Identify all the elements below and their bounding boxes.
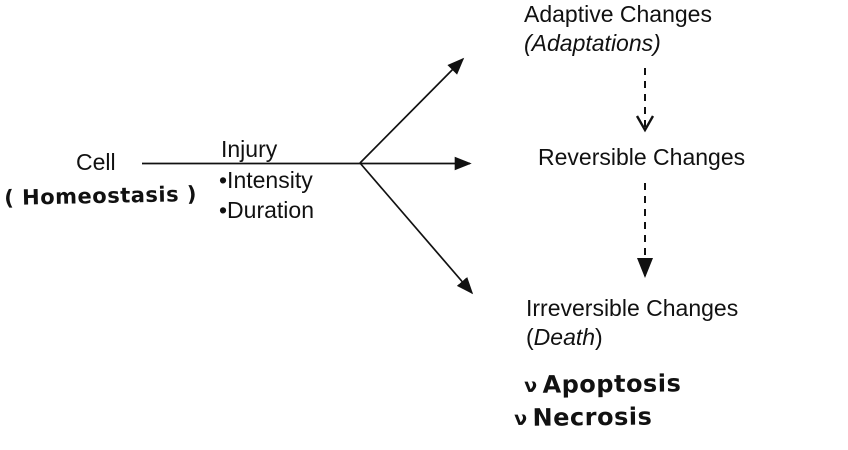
irreversible-changes-subtitle: (Death): [526, 323, 738, 352]
adaptive-changes-title: Adaptive Changes: [524, 1, 712, 27]
death-paren-close: ): [595, 323, 603, 350]
homeostasis-annotation: ( Homeostasis ): [4, 181, 198, 210]
injury-bullet-intensity: •Intensity: [219, 167, 313, 193]
death-paren-open: (: [526, 323, 534, 350]
death-word: Death: [533, 323, 596, 350]
adaptive-changes-subtitle: (Adaptations): [524, 29, 661, 56]
apoptosis-text: Apoptosis: [542, 369, 682, 399]
cell-label: Cell: [76, 149, 116, 175]
injury-bullet-duration: •Duration: [219, 197, 314, 223]
necrosis-text: Necrosis: [532, 402, 653, 432]
irreversible-changes-block: Irreversible Changes (Death): [526, 294, 738, 352]
adaptive-changes-block: Adaptive Changes (Adaptations): [524, 0, 712, 58]
irreversible-changes-title: Irreversible Changes: [526, 295, 739, 321]
necrosis-marker: ν: [514, 407, 528, 430]
injury-label: Injury: [221, 136, 278, 162]
apoptosis-marker: ν: [524, 374, 538, 397]
reversible-changes-title: Reversible Changes: [538, 144, 746, 170]
arrow-to-irreversible: [359, 162, 474, 295]
arrow-to-adaptive: [359, 57, 465, 164]
